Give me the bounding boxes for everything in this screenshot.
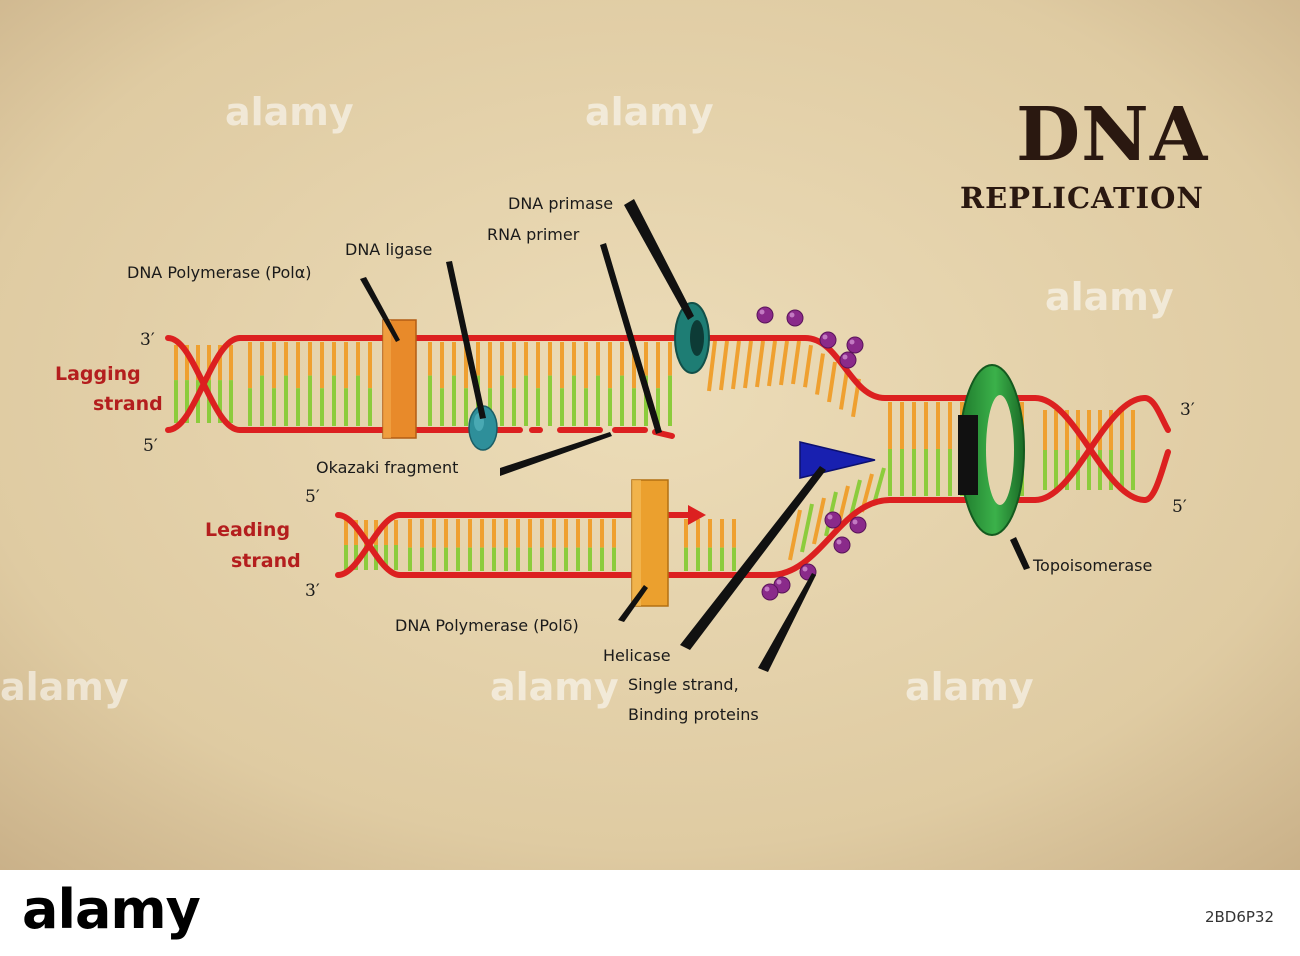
parent-helix-end-a xyxy=(1142,449,1171,503)
ssb-protein xyxy=(786,309,804,327)
label-rna-primer: RNA primer xyxy=(487,225,580,244)
leader-ligase xyxy=(446,261,486,419)
leading-bottom-backbone xyxy=(397,497,1038,578)
label-okazaki-fragment: Okazaki fragment xyxy=(316,458,458,477)
base-pair-segment xyxy=(827,361,837,403)
watermark-5: alamy xyxy=(490,665,619,709)
parent-helix-backbone-b xyxy=(1032,395,1148,503)
leader-lines xyxy=(360,199,1030,672)
ssb-proteins xyxy=(756,306,867,601)
parent-helix-end-b xyxy=(1142,395,1171,433)
leading-helix-backbone-b xyxy=(335,512,403,578)
base-pair-segment xyxy=(800,503,814,553)
title-dna: DNA xyxy=(1016,92,1209,178)
diagram-canvas: alamy alamy alamy alamy alamy alamy xyxy=(0,0,1300,870)
base-pair-segment xyxy=(872,467,886,505)
leader-ssb xyxy=(758,573,816,672)
ssb-protein xyxy=(824,511,842,529)
ssb-protein xyxy=(839,351,857,369)
leading-strand-line2: strand xyxy=(231,550,301,572)
ssb-protein xyxy=(761,583,779,601)
lagging-strand-line2: strand xyxy=(93,393,163,415)
prime-leading-3: 3′ xyxy=(305,581,320,601)
watermark-4: alamy xyxy=(0,665,129,709)
label-pol-delta: DNA Polymerase (Polδ) xyxy=(395,616,579,635)
leader-pol-alpha xyxy=(360,277,400,342)
backbones xyxy=(165,335,1171,578)
leader-pol-delta xyxy=(618,585,648,622)
base-pair-segment xyxy=(812,497,826,545)
base-pair-segment xyxy=(719,340,729,391)
base-pair-segment xyxy=(815,353,825,395)
ssb-protein xyxy=(846,336,864,354)
prime-lagging-5: 5′ xyxy=(143,436,158,456)
prime-lagging-3: 3′ xyxy=(140,330,155,350)
title-replication: REPLICATION xyxy=(960,181,1204,215)
footer-brand-logo: alamy xyxy=(22,878,201,941)
lagging-strand-line1: Lagging xyxy=(55,363,141,385)
label-dna-ligase: DNA ligase xyxy=(345,240,432,259)
dna-primase-enzyme xyxy=(674,302,710,374)
leader-rna-primer xyxy=(600,243,662,434)
watermarks: alamy alamy alamy alamy alamy alamy xyxy=(0,90,1174,709)
base-pair-segment xyxy=(791,340,801,385)
leader-okazaki xyxy=(500,432,612,476)
watermark-6: alamy xyxy=(905,665,1034,709)
ssb-protein xyxy=(849,516,867,534)
base-pair-segment xyxy=(707,340,717,392)
lagging-top-backbone xyxy=(237,335,1038,401)
labels: DNA primase RNA primer DNA ligase DNA Po… xyxy=(127,194,1152,724)
footer-bar: alamy 2BD6P32 xyxy=(0,870,1300,956)
ssb-protein xyxy=(819,331,837,349)
base-pair-segment xyxy=(839,370,849,410)
base-pair-segment xyxy=(743,340,753,389)
prime-markers: 3′ 5′ 5′ 3′ 3′ 5′ xyxy=(140,330,1195,601)
base-pair-segment xyxy=(803,344,813,388)
watermark-3: alamy xyxy=(1045,275,1174,319)
base-pair-segment xyxy=(779,340,789,386)
label-topoisomerase: Topoisomerase xyxy=(1032,556,1152,575)
label-helicase: Helicase xyxy=(603,646,671,665)
label-pol-alpha: DNA Polymerase (Polα) xyxy=(127,263,312,282)
title-block: DNA REPLICATION xyxy=(960,92,1209,215)
topoisomerase-enzyme xyxy=(958,364,1025,536)
leader-topoisomerase xyxy=(1010,537,1030,570)
lagging-helix-backbone-b xyxy=(165,335,243,433)
prime-leading-5: 5′ xyxy=(305,487,320,507)
label-ssb-line1: Single strand, xyxy=(628,675,739,694)
watermark-1: alamy xyxy=(225,90,354,134)
base-pair-segment xyxy=(731,340,741,390)
pol-delta-enzyme xyxy=(631,479,669,607)
strand-names: Lagging strand Leading strand xyxy=(55,363,301,572)
pol-alpha-enzyme xyxy=(382,319,417,439)
base-pair-segment xyxy=(767,340,777,387)
ssb-protein xyxy=(833,536,851,554)
leading-strand-line1: Leading xyxy=(205,519,290,541)
ssb-protein xyxy=(756,306,774,324)
base-pair-segment xyxy=(788,509,802,561)
label-dna-primase: DNA primase xyxy=(508,194,613,213)
leader-primase xyxy=(624,199,694,320)
prime-parent-3: 3′ xyxy=(1180,400,1195,420)
leading-arrow-head xyxy=(688,505,706,525)
footer-image-id: 2BD6P32 xyxy=(1204,908,1274,926)
base-pair-segment xyxy=(755,340,765,388)
label-ssb-line2: Binding proteins xyxy=(628,705,759,724)
prime-parent-5: 5′ xyxy=(1172,497,1187,517)
watermark-2: alamy xyxy=(585,90,714,134)
leader-helicase xyxy=(680,466,826,650)
